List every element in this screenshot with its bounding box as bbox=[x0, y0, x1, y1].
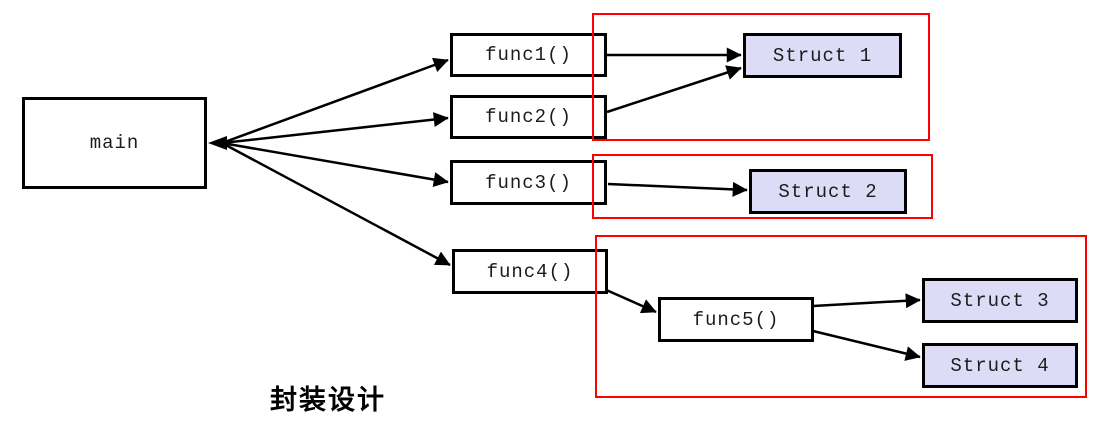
node-main: main bbox=[22, 97, 207, 189]
diagram-title: 封装设计 bbox=[270, 385, 386, 416]
edge-func5-struct4 bbox=[812, 329, 921, 361]
edge-func3-struct2 bbox=[607, 181, 748, 197]
edge-func2-struct1 bbox=[606, 65, 742, 114]
edge-main-func1 bbox=[221, 57, 449, 145]
edge-func5-struct3 bbox=[812, 293, 921, 309]
node-func4: func4() bbox=[452, 249, 608, 294]
node-func1: func1() bbox=[450, 33, 607, 77]
arrowhead-into-main-icon bbox=[208, 136, 227, 150]
node-func3: func3() bbox=[450, 160, 607, 205]
node-struct4: Struct 4 bbox=[922, 343, 1078, 388]
edge-main-func2 bbox=[221, 112, 449, 145]
edge-func4-func5 bbox=[603, 287, 657, 314]
node-func2: func2() bbox=[450, 95, 607, 139]
node-struct1: Struct 1 bbox=[743, 33, 902, 78]
node-struct3: Struct 3 bbox=[922, 278, 1078, 323]
edge-main-func4 bbox=[221, 141, 451, 267]
node-struct2: Struct 2 bbox=[749, 169, 907, 214]
node-func5: func5() bbox=[658, 297, 814, 342]
edge-main-func3 bbox=[221, 141, 449, 187]
